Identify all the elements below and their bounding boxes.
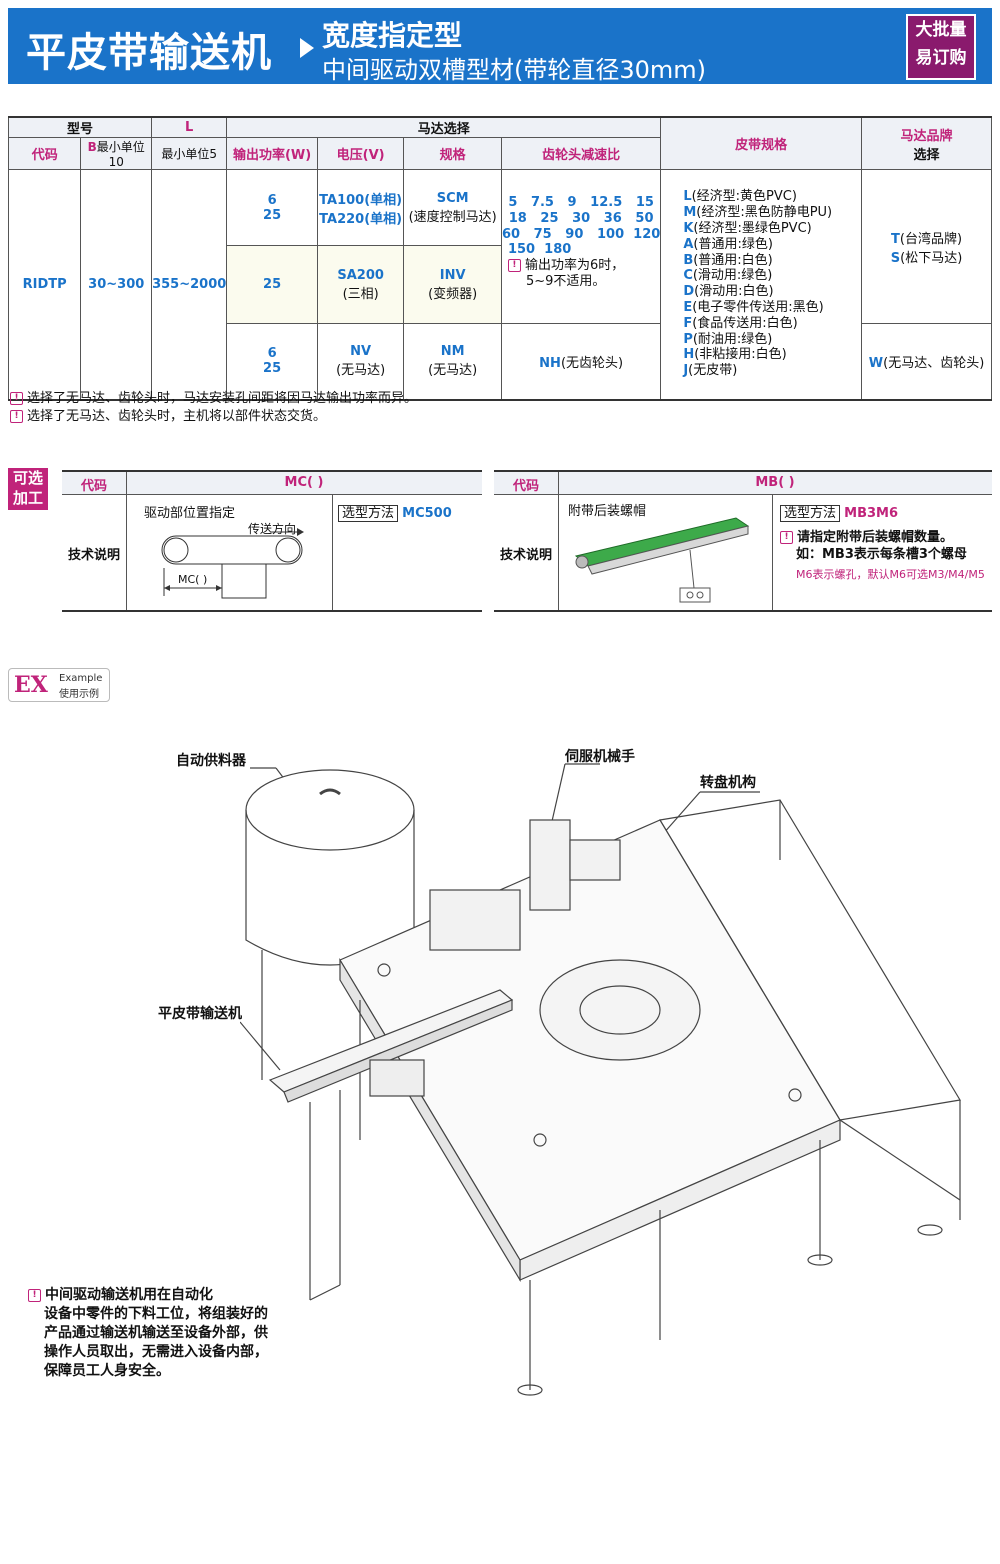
example-note: !中间驱动输送机用在自动化 设备中零件的下料工位，将组装好的 产品通过输送机输送… (28, 1286, 268, 1381)
row2-voltage: SA200(三相) (316, 245, 405, 324)
header-code: 代码 (7, 137, 82, 170)
header-L-min: 最小单位5 (151, 137, 228, 170)
label-feeder: 自动供料器 (176, 753, 246, 769)
page-header: 平皮带输送机 宽度指定型 中间驱动双槽型材(带轮直径30mm) 大批量 易订购 (8, 8, 992, 84)
mb-note1: !请指定附带后装螺帽数量。 (780, 526, 953, 545)
spec-table: 型号 L 马达选择 皮带规格 马达品牌选择 代码 B最小单位10 最小单位5 输… (7, 116, 992, 401)
header-spec: 规格 (403, 137, 502, 170)
mc-code-header: 代码 (80, 479, 107, 494)
option-mc-box: 代码 MC( ) 技术说明 驱动部位置指定 传送方向 MC( ) 选型方法 MC… (62, 470, 482, 612)
header-B: B最小单位10 (80, 137, 153, 170)
mb-method-value: MB3M6 (844, 506, 899, 521)
B-range: 30~300 (80, 169, 153, 400)
belt-option: L(经济型:黄色PVC) (683, 189, 797, 205)
header-belt: 皮带规格 (660, 116, 863, 170)
row3-voltage: NV(无马达) (316, 323, 405, 400)
header-voltage: 电压(V) (316, 137, 405, 170)
brand-none: W(无马达、齿轮头) (861, 323, 992, 400)
product-subtitle-detail: 中间驱动双槽型材(带轮直径30mm) (322, 56, 707, 84)
belt-option: M(经济型:黑色防静电PU) (683, 205, 833, 221)
belt-option: J(无皮带) (683, 363, 738, 379)
label-conveyor: 平皮带输送机 (158, 1006, 242, 1022)
optional-processing-badge: 可选加工 (8, 468, 48, 510)
product-subtitle: 宽度指定型 (322, 19, 463, 52)
mb-note2: 如：MB3表示每条槽3个螺母 (796, 547, 967, 562)
option-mb-box: 代码 MB( ) 技术说明 附带后装螺帽 选型方法 MB3M6 !请指定附带后装… (494, 470, 992, 612)
mb-tech-label: 技术说明 (499, 548, 552, 563)
header-model: 型号 (7, 116, 153, 138)
mb-name: MB( ) (755, 475, 795, 490)
row2-power: 25 (226, 245, 318, 324)
table-notes: !选择了无马达、齿轮头时，马达安装孔间距将因马达输出功率而异。 !选择了无马达、… (10, 390, 417, 426)
note-icon: ! (10, 410, 23, 423)
mc-tech-label: 技术说明 (67, 548, 120, 563)
L-range: 355~2000 (151, 169, 228, 400)
mb-desc: 附带后装螺帽 (568, 504, 647, 519)
header-L: L (151, 116, 228, 138)
row3-spec: NM(无马达) (403, 323, 502, 400)
row1-voltage: TA100(单相)TA220(单相) (316, 169, 405, 246)
brand-options: T(台湾品牌) S(松下马达) (861, 169, 992, 324)
header-brand: 马达品牌选择 (861, 116, 992, 170)
belt-option: H(非粘接用:白色) (683, 347, 787, 363)
mb-nut-diagram (574, 517, 750, 603)
belt-option: K(经济型:墨绿色PVC) (683, 221, 812, 237)
header-ratio: 齿轮头减速比 (500, 137, 662, 170)
row1-spec: SCM(速度控制马达) (403, 169, 502, 246)
row2-spec: INV(变频器) (403, 245, 502, 324)
note-icon: ! (10, 392, 23, 405)
mb-note3: M6表示螺孔，默认M6可选M3/M4/M5 (796, 568, 985, 581)
mc-method-value: MC500 (402, 506, 452, 521)
example-badge: EX Example 使用示例 (8, 668, 110, 702)
belt-option: F(食品传送用:白色) (683, 315, 798, 331)
mb-code-header: 代码 (512, 479, 539, 494)
row3-ratio: NH(无齿轮头) (500, 323, 662, 400)
note-icon: ! (28, 1288, 41, 1302)
gear-ratios: 5 7.5 9 12.5 15 18 25 30 36 50 60 75 90 … (500, 169, 662, 324)
mc-dim-label: MC( ) (178, 573, 208, 586)
machine-illustration (240, 763, 961, 1396)
label-turntable: 转盘机构 (700, 775, 756, 791)
label-servo: 伺服机械手 (565, 749, 635, 765)
mc-desc: 驱动部位置指定 (144, 506, 236, 521)
belt-option: E(电子零件传送用:黑色) (683, 300, 824, 316)
title-arrow-icon (300, 38, 314, 58)
belt-option: P(耐油用:绿色) (683, 331, 773, 347)
model-code: RIDTP (7, 169, 82, 400)
mc-drive-diagram (161, 528, 304, 599)
belt-option: D(滑动用:白色) (683, 284, 774, 300)
belt-option: C(滑动用:绿色) (683, 268, 773, 284)
header-power: 输出功率(W) (226, 137, 318, 170)
mb-method-label: 选型方法 (780, 505, 841, 522)
product-title: 平皮带输送机 (26, 30, 272, 76)
belt-option: A(普通用:绿色) (683, 236, 773, 252)
header-motor: 马达选择 (226, 116, 662, 138)
note-icon: ! (507, 259, 521, 273)
belt-spec-list: L(经济型:黄色PVC)M(经济型:黑色防静电PU)K(经济型:墨绿色PVC)A… (660, 169, 863, 400)
mc-method-label: 选型方法 (338, 505, 399, 522)
bulk-order-badge: 大批量 易订购 (906, 14, 976, 80)
mc-name: MC( ) (284, 475, 324, 490)
belt-option: B(普通用:白色) (683, 252, 773, 268)
